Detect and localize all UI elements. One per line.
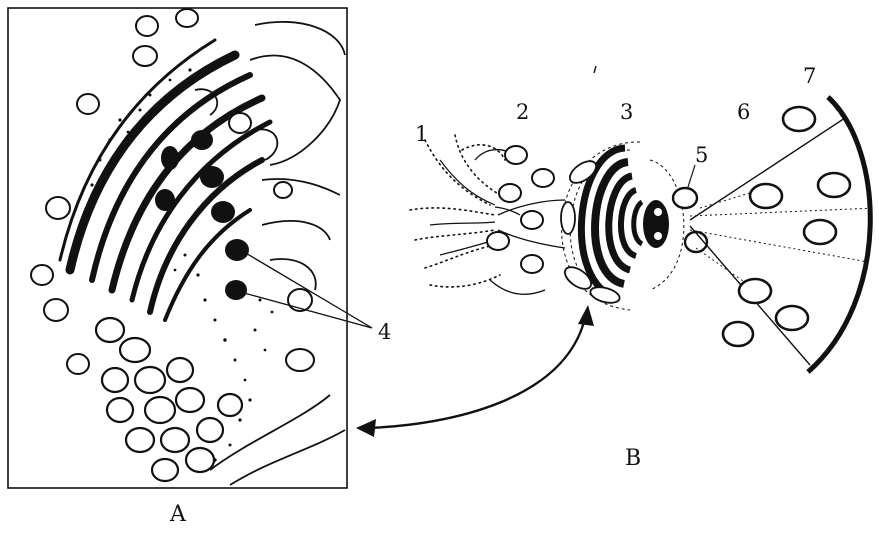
panel-a-frame	[8, 8, 347, 488]
secretory-granules	[723, 107, 850, 346]
panel-a-label: A	[170, 504, 186, 526]
label-6: 6	[737, 102, 750, 123]
vesicle-fan	[690, 97, 875, 372]
label-1: 1	[415, 124, 428, 145]
connector-arrow	[356, 305, 594, 437]
er-tubules	[410, 135, 505, 287]
panel-b-illustration	[410, 66, 875, 372]
label-7: 7	[803, 66, 816, 87]
panel-b-label: B	[625, 448, 641, 470]
label-2: 2	[516, 102, 529, 123]
label-5: 5	[695, 145, 708, 166]
label-3: 3	[620, 102, 633, 123]
er-tubule-walls	[430, 160, 495, 255]
label-pointers-b	[688, 165, 695, 187]
transport-vesicles-b	[487, 146, 554, 273]
label-4: 4	[378, 322, 391, 343]
tick-mark	[594, 66, 596, 73]
golgi-stack	[561, 142, 684, 310]
panel-a-illustration	[8, 8, 347, 488]
